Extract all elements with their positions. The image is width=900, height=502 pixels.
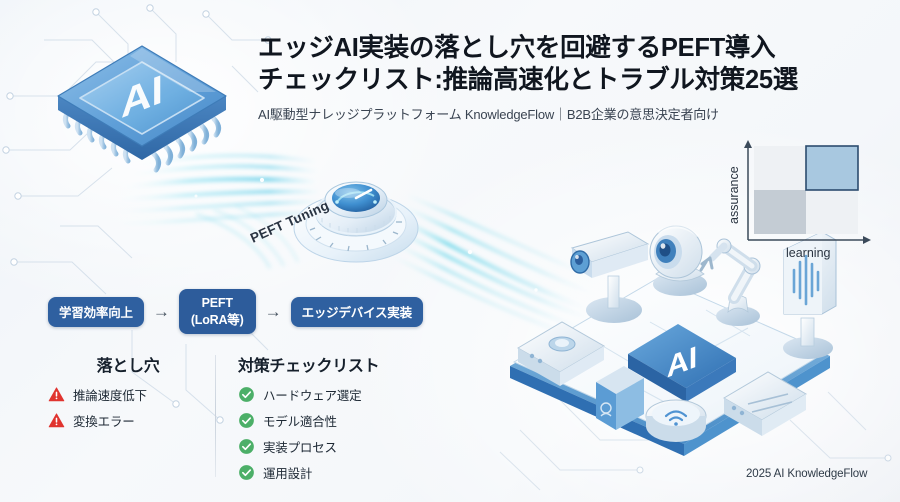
pitfalls-heading: 落とし穴: [96, 358, 160, 375]
page-title-line2: チェックリスト:推論高速化とトラブル対策25選: [258, 66, 798, 94]
pitfall-item-label: 変換エラー: [73, 415, 135, 429]
pitfall-item-label: 推論速度低下: [73, 389, 147, 403]
warning-triangle-icon: [48, 412, 65, 429]
checklist-item-label: モデル適合性: [263, 415, 337, 429]
chart-y-axis-label: assurance: [727, 166, 741, 224]
check-circle-icon: [238, 464, 255, 481]
checklist-column: 対策チェックリスト ハードウェア選定モデル適合性実装プロセス運用設計: [216, 352, 391, 489]
page-title-line1: エッジAI実装の落とし穴を回避するPEFT導入: [258, 34, 776, 62]
pitfall-item: 推論速度低下: [48, 385, 216, 404]
flow-step-2-label-line1: PEFT: [201, 295, 233, 310]
footer-credit: 2025 AI KnowledgeFlow: [746, 468, 868, 480]
flow-arrow-1: →: [152, 302, 170, 321]
tuning-dial-icon: [293, 181, 419, 263]
checklist-heading: 対策チェックリスト: [238, 358, 380, 375]
section-divider: [215, 355, 216, 477]
check-circle-icon: [238, 412, 255, 429]
quadrant-chart: assurance learning: [716, 138, 876, 260]
quadrant-low: [754, 190, 806, 234]
pitfall-item: 変換エラー: [48, 411, 216, 430]
wifi-puck-icon: [645, 399, 707, 442]
checklist-item: モデル適合性: [238, 411, 391, 430]
platform-ai-chip: AI: [628, 324, 736, 402]
dome-camera-icon: [649, 225, 707, 296]
check-circle-icon: [238, 386, 255, 403]
title-block: エッジAI実装の落とし穴を回避するPEFT導入 チェックリスト:推論高速化とトラ…: [258, 32, 858, 123]
checklist-item: 運用設計: [238, 463, 391, 482]
security-camera-icon: [570, 231, 650, 323]
speaker-panel-icon: [783, 231, 837, 359]
checklist-item: 実装プロセス: [238, 437, 391, 456]
checklist-item-label: 実装プロセス: [263, 441, 337, 455]
router-icon: [517, 321, 605, 386]
page-subtitle: AI駆動型ナレッジプラットフォーム KnowledgeFlow｜B2B企業の意思…: [258, 107, 719, 122]
process-flow: 学習効率向上 → PEFT (LoRA等) → エッジデバイス実装: [48, 289, 423, 334]
chart-x-axis-label: learning: [786, 246, 831, 260]
flow-arrow-2: →: [264, 302, 282, 321]
robot-arm-icon: [699, 238, 761, 326]
smartphone-icon: [596, 366, 644, 430]
check-circle-icon: [238, 438, 255, 455]
flow-step-1[interactable]: 学習効率向上: [48, 296, 144, 327]
warning-triangle-icon: [48, 386, 65, 403]
flow-step-2-label-line2: (LoRA等): [190, 312, 244, 327]
checklist-item-label: ハードウェア選定: [263, 389, 362, 403]
flow-step-3[interactable]: エッジデバイス実装: [290, 296, 423, 327]
pitfalls-column: 落とし穴 推論速度低下変換エラー: [48, 352, 216, 489]
checklist-list: ハードウェア選定モデル適合性実装プロセス運用設計: [238, 385, 391, 482]
flow-step-3-label: エッジデバイス実装: [301, 306, 413, 320]
pitfalls-list: 推論速度低下変換エラー: [48, 385, 216, 430]
flow-step-2[interactable]: PEFT (LoRA等): [178, 289, 256, 334]
quadrant-high: [805, 145, 859, 191]
checklist-item: ハードウェア選定: [238, 385, 391, 404]
lists-section: 落とし穴 推論速度低下変換エラー 対策チェックリスト ハードウェア選定モデル適合…: [48, 352, 398, 489]
ai-chip-icon: AI: [57, 45, 227, 173]
edge-platform-illustration: AI: [510, 225, 837, 456]
flow-step-1-label: 学習効率向上: [59, 306, 133, 320]
gateway-box-icon: [723, 371, 807, 436]
checklist-item-label: 運用設計: [263, 467, 313, 481]
